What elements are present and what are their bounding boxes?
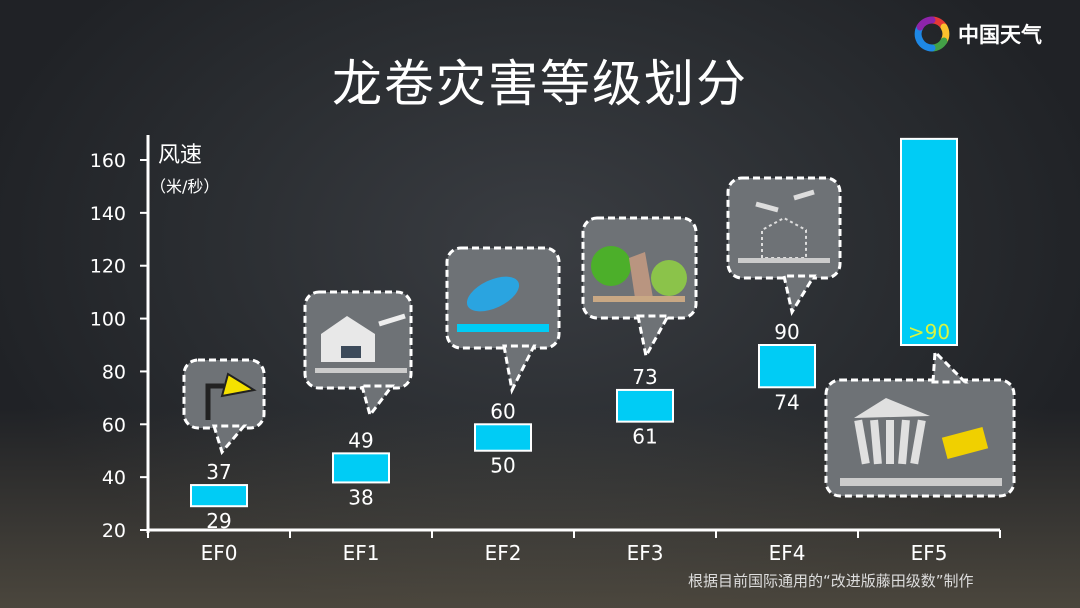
y-tick-label: 140: [90, 203, 126, 225]
callout-ef1: [303, 290, 413, 419]
destroyed-house-icon: [738, 189, 830, 263]
uprooted-trees-icon: [591, 246, 687, 302]
bar-ef3: [616, 388, 674, 423]
bar-ef1: [332, 452, 390, 484]
bar-ef4: [758, 344, 816, 389]
y-tick-label: 160: [90, 150, 126, 172]
ground: [738, 258, 830, 263]
page-title: 龙卷灾害等级划分: [332, 55, 748, 113]
bar-high-label: 60: [490, 399, 515, 423]
window: [341, 346, 361, 358]
callout-pointer: [211, 424, 248, 456]
y-tick-label: 60: [102, 414, 126, 436]
tree: [651, 260, 687, 296]
overturned-car-icon: [457, 276, 549, 332]
x-tick-label: EF1: [343, 541, 380, 565]
trunk: [629, 252, 653, 298]
x-tick-label: EF0: [201, 541, 238, 565]
destroyed-building-icon: [840, 398, 1002, 486]
bar-low-label: 29: [206, 509, 231, 533]
column: [910, 419, 926, 465]
y-axis-unit: （米/秒）: [150, 177, 219, 196]
pediment: [854, 398, 930, 418]
bar-low-label: 38: [348, 485, 373, 509]
logo-text: 中国天气: [958, 23, 1042, 47]
pole: [205, 383, 224, 420]
y-tick-label: 80: [102, 361, 126, 383]
callout-pointer: [502, 344, 537, 395]
roof-debris: [378, 313, 406, 327]
bar-inside-label: >90: [908, 320, 950, 344]
x-tick-label: EF3: [627, 541, 664, 565]
column: [886, 420, 894, 464]
debris: [755, 201, 779, 213]
callout-ef2: [445, 246, 561, 395]
ground: [315, 368, 407, 373]
water: [457, 324, 549, 332]
bar-low-label: 61: [632, 425, 657, 449]
y-tick-label: 20: [102, 520, 126, 542]
y-axis-label: 风速: [158, 143, 202, 168]
house-roof-damage-icon: [315, 313, 407, 373]
column: [854, 419, 870, 465]
bar-ef2: [474, 423, 532, 452]
y-tick-label: 100: [90, 309, 126, 331]
bus: [941, 426, 989, 460]
bar-high-label: 49: [348, 428, 373, 452]
house: [321, 316, 375, 362]
logo-swirl-icon: [914, 16, 950, 52]
logo: 中国天气: [912, 14, 1042, 54]
y-tick-label: 120: [90, 256, 126, 278]
sign: [220, 372, 257, 398]
column: [898, 419, 910, 465]
x-tick-label: EF2: [485, 541, 522, 565]
x-tick-label: EF4: [769, 541, 806, 565]
bar-low-label: 74: [774, 390, 799, 414]
y-tick-label: 40: [102, 467, 126, 489]
debris: [793, 189, 815, 201]
bar-low-label: 50: [490, 454, 515, 478]
bar-ef5: [900, 137, 958, 346]
bar-ef0: [190, 484, 248, 508]
bar-high-label: 90: [774, 320, 799, 344]
x-tick-label: EF5: [911, 541, 948, 565]
callout-pointer: [636, 314, 671, 361]
bar-high-label: 37: [206, 460, 231, 484]
ground: [593, 296, 685, 302]
callout-ef5: [824, 348, 1016, 498]
callout-ef4: [726, 176, 842, 316]
tree: [591, 246, 631, 286]
callout-pointer: [782, 274, 817, 316]
column: [870, 419, 882, 465]
source-note: 根据目前国际通用的“改进版藤田级数”制作: [688, 572, 974, 590]
callout-ef0: [182, 358, 266, 456]
bar-high-label: 73: [632, 365, 657, 389]
callout-ef3: [581, 216, 698, 361]
callout-pointer: [360, 384, 396, 419]
ground: [840, 478, 1002, 486]
callout-box: [726, 176, 842, 280]
callout-pointer: [931, 348, 969, 384]
car: [466, 276, 520, 312]
sign-icon: [205, 372, 257, 420]
